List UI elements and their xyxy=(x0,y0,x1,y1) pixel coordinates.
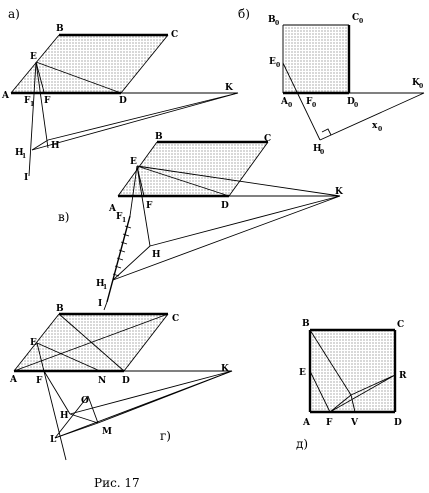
label-b-K0-sub: 0 xyxy=(419,83,423,90)
square-d xyxy=(310,330,395,412)
label-v-E: E xyxy=(130,157,137,167)
label-a-F1: F xyxy=(24,96,31,106)
square-b xyxy=(283,25,349,93)
label-b-E0-sub: 0 xyxy=(276,62,280,69)
label-g-N: N xyxy=(98,376,106,386)
label-a-C: C xyxy=(171,30,178,40)
part-g-tag: г) xyxy=(160,429,171,443)
label-v-F1: F xyxy=(116,212,123,222)
label-g-L: L xyxy=(50,435,57,445)
label-d-V: V xyxy=(350,418,359,428)
label-a-D: D xyxy=(119,96,127,106)
label-g-D: D xyxy=(122,376,130,386)
label-d-B: B xyxy=(302,319,310,329)
label-a-A: A xyxy=(1,91,10,101)
label-b-E0: E xyxy=(269,57,276,67)
label-b-D0-sub: 0 xyxy=(354,102,358,109)
label-d-E: E xyxy=(299,368,306,378)
label-b-D0: D xyxy=(347,97,355,107)
label-g-E: E xyxy=(30,338,37,348)
label-v-B: B xyxy=(155,132,163,142)
part-b-tag: б) xyxy=(238,7,250,21)
part-a-tag: а) xyxy=(8,7,20,21)
label-v-H: H xyxy=(152,250,161,260)
label-d-C: C xyxy=(397,320,404,330)
label-a-I: I xyxy=(24,173,28,183)
label-b-B0: B xyxy=(268,15,276,25)
label-a-F: F xyxy=(44,96,51,106)
label-b-F0: F xyxy=(306,97,313,107)
label-a-H: H xyxy=(51,141,60,151)
label-b-x0: x xyxy=(372,121,378,131)
label-b-F0-sub: 0 xyxy=(312,102,316,109)
label-d-A: A xyxy=(302,418,311,428)
figure-caption: Рис. 17 xyxy=(94,476,140,490)
label-b-K0: K xyxy=(412,78,421,88)
label-v-H1: H xyxy=(96,279,105,289)
label-g-B: B xyxy=(56,304,64,314)
label-a-H1-sub: 1 xyxy=(22,153,26,160)
label-b-C0: C xyxy=(352,13,359,23)
part-d-diagram xyxy=(308,328,397,414)
parallelogram-abcd-v xyxy=(118,142,268,196)
label-d-F: F xyxy=(326,418,333,428)
part-v-diagram xyxy=(103,140,341,311)
label-v-A: A xyxy=(108,204,117,214)
label-v-D: D xyxy=(221,201,229,211)
label-g-A: A xyxy=(9,375,18,385)
tick-marks-v xyxy=(112,225,132,277)
label-d-D: D xyxy=(394,418,402,428)
label-b-H0-sub: 0 xyxy=(320,149,324,156)
label-a-H1: H xyxy=(15,148,24,158)
label-v-F: F xyxy=(146,201,153,211)
label-b-H0: H xyxy=(313,144,322,154)
part-g-diagram xyxy=(13,312,233,461)
part-b-diagram xyxy=(282,24,425,141)
part-a-diagram xyxy=(10,33,239,177)
label-a-K: K xyxy=(225,83,234,93)
label-v-C: C xyxy=(264,134,271,144)
label-b-x0-sub: 0 xyxy=(378,126,382,133)
label-g-M: M xyxy=(102,427,112,437)
parallelogram-abcd-a xyxy=(11,35,168,93)
label-b-B0-sub: 0 xyxy=(275,20,279,27)
label-g-O: O xyxy=(81,396,89,406)
label-g-F: F xyxy=(36,376,43,386)
label-b-A0: A xyxy=(280,97,289,107)
label-v-I: I xyxy=(98,299,102,309)
label-g-K: K xyxy=(221,364,230,374)
label-g-C: C xyxy=(172,314,179,324)
label-b-C0-sub: 0 xyxy=(359,18,363,25)
label-b-A0-sub: 0 xyxy=(288,102,292,109)
label-a-F1-sub: 1 xyxy=(30,101,34,108)
label-a-E: E xyxy=(30,52,37,62)
label-a-B: B xyxy=(56,24,64,34)
label-v-H1-sub: 1 xyxy=(103,284,107,291)
label-v-K: K xyxy=(335,187,344,197)
label-v-F1-sub: 1 xyxy=(122,217,126,224)
label-g-H: H xyxy=(60,411,69,421)
part-v-tag: в) xyxy=(58,210,69,224)
label-d-R: R xyxy=(399,371,407,381)
part-d-tag: д) xyxy=(296,437,308,451)
